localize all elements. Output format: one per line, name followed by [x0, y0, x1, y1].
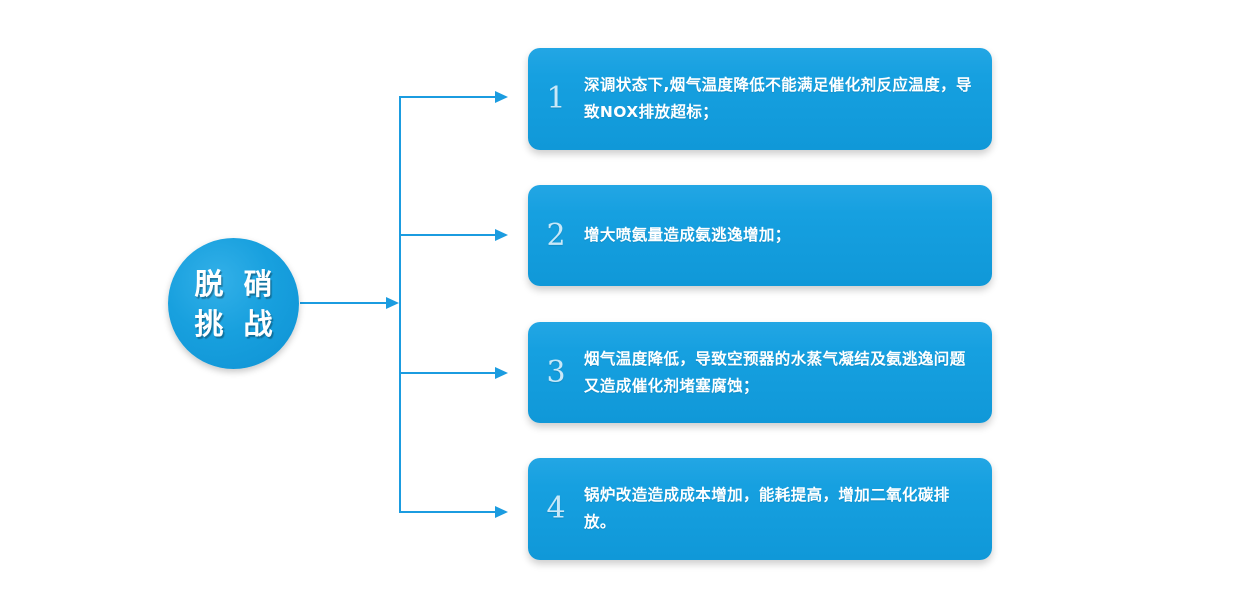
hub-label-line-1: 脱 硝	[194, 266, 278, 301]
connector-trunk	[399, 97, 401, 513]
challenge-item-2[interactable]: 2 增大喷氨量造成氨逃逸增加；	[528, 185, 992, 286]
item-text-4: 锅炉改造造成成本增加，能耗提高，增加二氧化碳排放。	[584, 486, 950, 531]
item-text-1: 深调状态下,烟气温度降低不能满足催化剂反应温度，导致NOX排放超标；	[584, 76, 972, 121]
item-number-2: 2	[546, 217, 566, 253]
arrow-head-3	[495, 367, 508, 379]
connector-branch-2	[399, 234, 497, 236]
item-number-1: 1	[546, 81, 566, 116]
challenge-item-1[interactable]: 1 深调状态下,烟气温度降低不能满足催化剂反应温度，导致NOX排放超标；	[528, 48, 992, 150]
connector-hub-to-trunk	[300, 302, 388, 304]
connector-branch-3	[399, 372, 497, 374]
item-text-2: 增大喷氨量造成氨逃逸增加；	[584, 226, 791, 244]
challenge-item-3[interactable]: 3 烟气温度降低，导致空预器的水蒸气凝结及氨逃逸问题又造成催化剂堵塞腐蚀；	[528, 322, 992, 423]
arrow-head-trunk	[386, 297, 399, 309]
connector-branch-4	[399, 511, 497, 513]
item-text-3: 烟气温度降低，导致空预器的水蒸气凝结及氨逃逸问题又造成催化剂堵塞腐蚀；	[584, 349, 966, 395]
hub-label-line-2: 挑 战	[194, 306, 278, 341]
connector-branch-1	[399, 96, 497, 98]
item-number-4: 4	[546, 491, 566, 526]
item-number-3: 3	[546, 354, 566, 390]
arrow-head-4	[495, 506, 508, 518]
hub-circle: 脱 硝 挑 战	[168, 238, 299, 369]
challenge-item-4[interactable]: 4 锅炉改造造成成本增加，能耗提高，增加二氧化碳排放。	[528, 458, 992, 560]
arrow-head-1	[495, 91, 508, 103]
arrow-head-2	[495, 229, 508, 241]
